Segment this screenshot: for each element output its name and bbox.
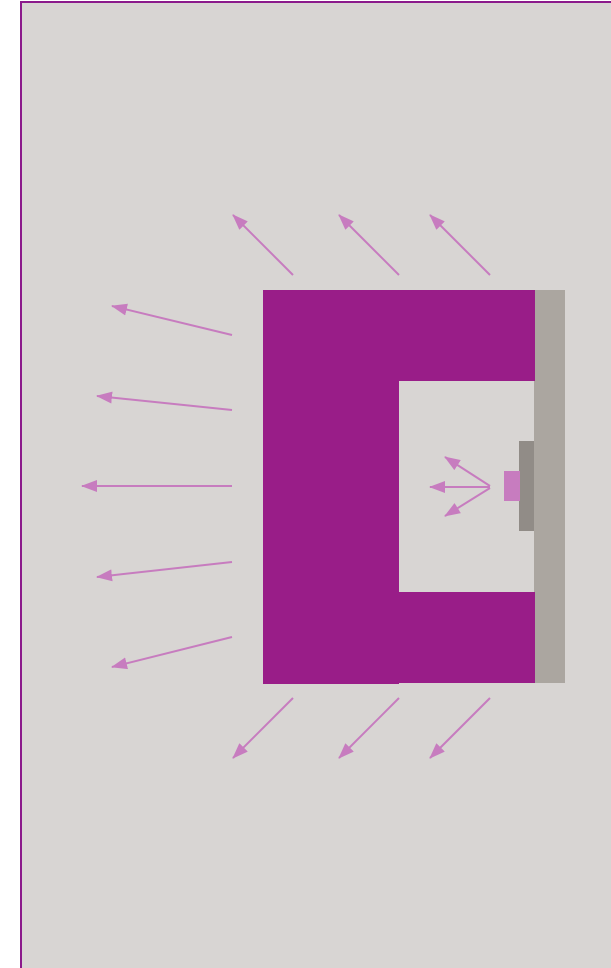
arrow-left-4	[96, 561, 233, 582]
arrow-left-1	[111, 303, 233, 336]
arrow-left-5	[111, 636, 233, 670]
arrow-top-3	[429, 214, 491, 276]
back-plate	[534, 290, 565, 683]
inner-arrows	[429, 456, 491, 517]
outer-arrows	[81, 214, 491, 759]
arrow-bottom-3	[429, 697, 491, 759]
arrow-bottom-1	[232, 697, 294, 759]
shield-body	[263, 290, 535, 684]
source-block	[504, 471, 520, 501]
source-holder	[519, 441, 534, 531]
arrow-top-2	[338, 214, 400, 276]
arrow-top-1	[232, 214, 294, 276]
inner-arrow-up	[444, 456, 491, 487]
arrow-left-2	[96, 391, 233, 411]
arrow-bottom-2	[338, 697, 400, 759]
inner-arrow-down	[444, 487, 491, 517]
